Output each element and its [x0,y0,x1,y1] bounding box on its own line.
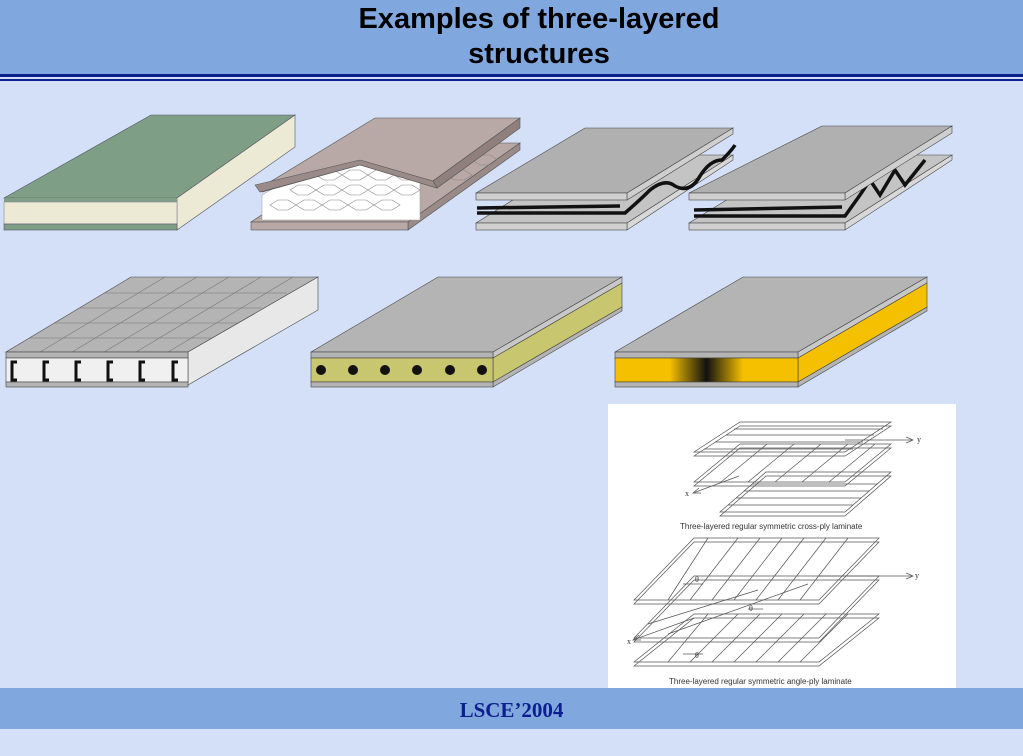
title-rule-thin [0,79,1023,81]
slide-title: Examples of three-layered structures [0,2,1023,72]
title-line-2: structures [468,38,610,70]
title-rule-thick [0,74,1023,77]
angle-marker-bottom: θ [695,651,699,660]
channel-stiffened-panel [4,276,320,388]
foam-sandwich-panel [2,114,296,231]
footer-label: LSCE’2004 [459,698,564,722]
laminate-figure-panel: y x Three-layered regular symmetric cros… [608,404,956,689]
corrugated-core-panel [474,127,737,231]
angle-ply-caption: Three-layered regular symmetric angle-pl… [669,677,852,686]
cross-ply-axis-x: x [685,489,689,498]
title-line-1: Examples of three-layered [358,3,720,35]
laminate-figures: y x Three-layered regular symmetric cros… [627,421,921,686]
cross-ply-caption: Three-layered regular symmetric cross-pl… [680,522,863,531]
honeycomb-sandwich-panel [250,117,521,231]
graded-core-panel [613,276,929,388]
header-band: Examples of three-layered structures [0,0,1023,74]
angle-ply-axis-x: x [627,637,631,646]
angle-ply-axis-y: y [915,571,919,580]
footer-band: LSCE’2004 [0,688,1023,729]
angle-marker-middle: θ [749,604,753,613]
cross-ply-laminate-figure [692,421,914,517]
angle-ply-laminate-figure [632,537,914,667]
truss-core-panel [687,125,954,231]
perforated-core-panel [309,276,624,388]
angle-marker-top: θ [695,575,699,584]
cross-ply-axis-y: y [917,435,921,444]
